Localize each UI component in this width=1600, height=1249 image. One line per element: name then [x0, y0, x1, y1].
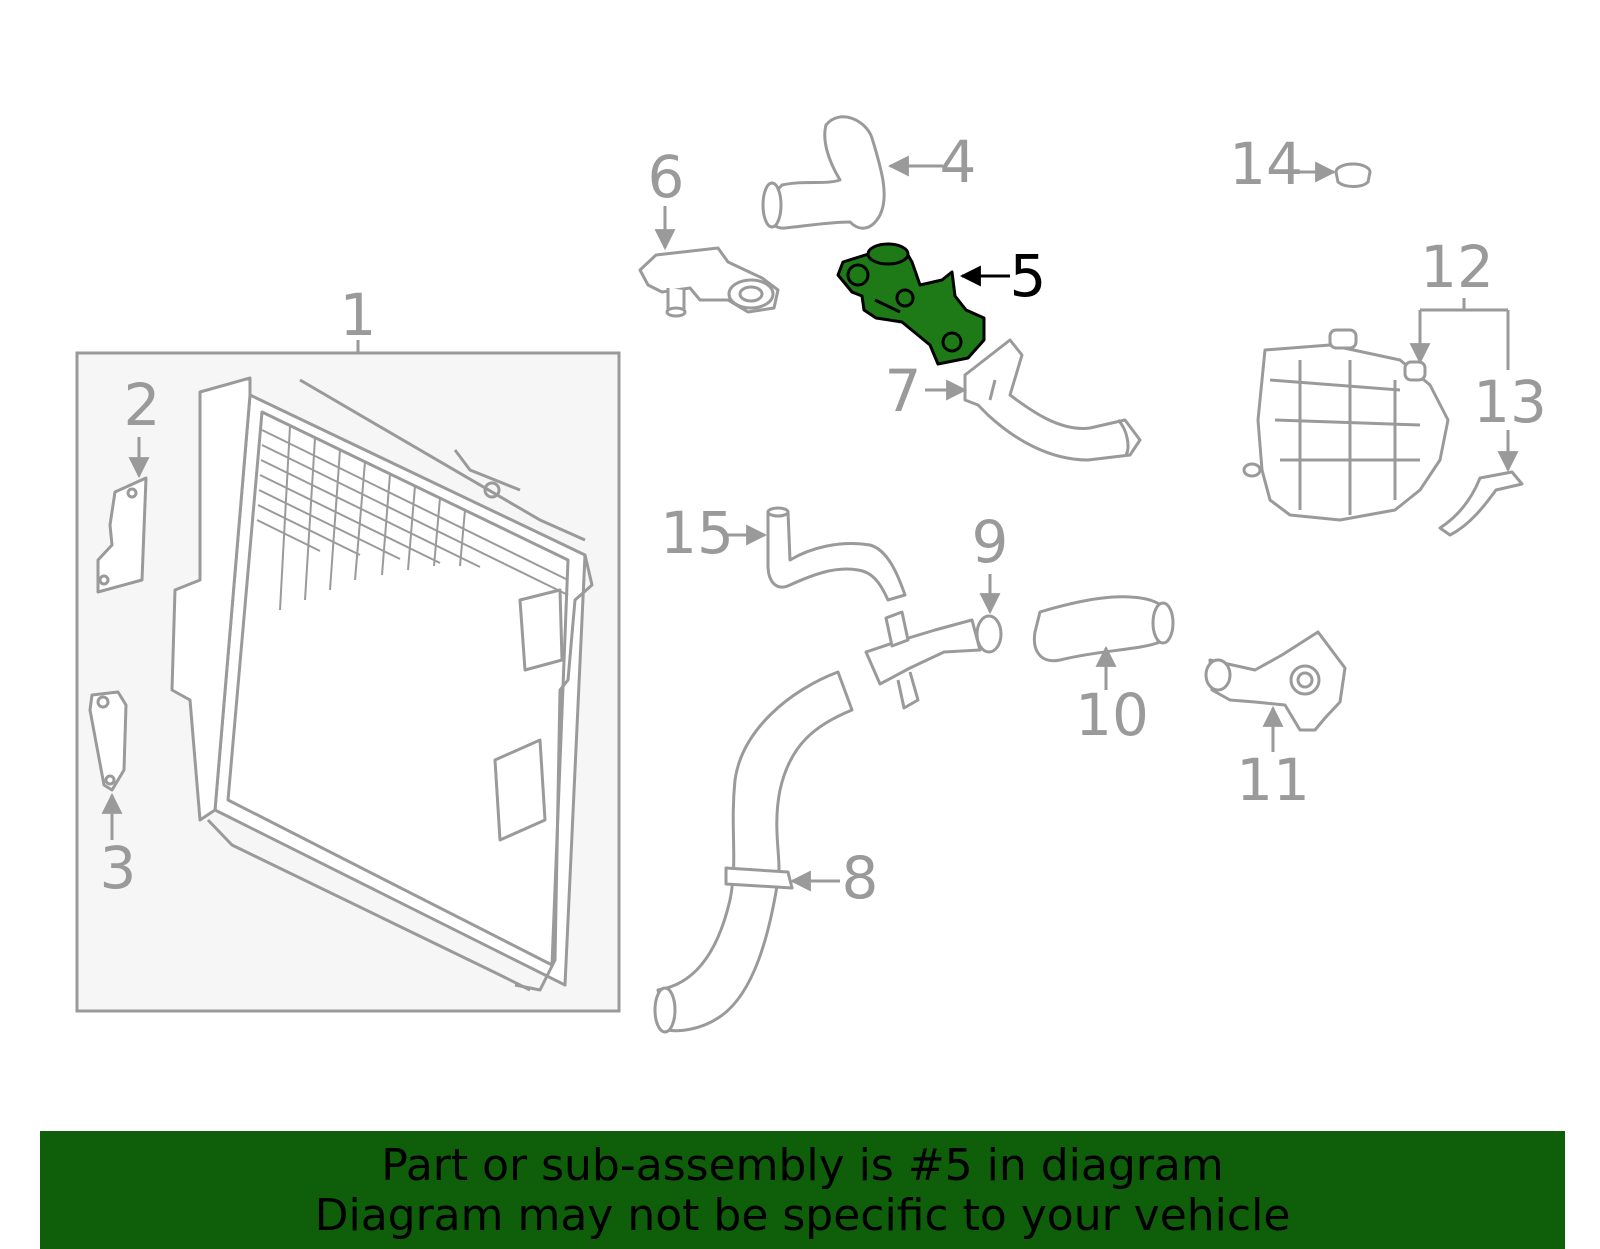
bracket-part-2[interactable]: [96, 476, 148, 594]
lower-hose-part-8[interactable]: [653, 670, 854, 1034]
hose-part-15[interactable]: [766, 506, 907, 602]
callout-1: 1: [340, 281, 377, 349]
callout-10: 10: [1075, 681, 1149, 749]
callout-12: 12: [1420, 233, 1494, 301]
callout-15: 15: [660, 499, 734, 567]
reservoir-tank-part-12[interactable]: [1242, 328, 1450, 522]
water-outlet-part-5[interactable]: [836, 242, 986, 366]
info-banner: Part or sub-assembly is #5 in diagram Di…: [40, 1131, 1565, 1249]
hose-part-4[interactable]: [761, 115, 886, 230]
thermostat-housing-part-11[interactable]: [1204, 630, 1347, 732]
callout-3: 3: [100, 834, 137, 902]
hose-part-10[interactable]: [1032, 595, 1175, 663]
leader-lines: [101, 155, 1519, 892]
water-inlet-part-6[interactable]: [638, 246, 780, 318]
bracket-part-3[interactable]: [88, 690, 128, 792]
banner-line-1: Part or sub-assembly is #5 in diagram: [381, 1140, 1224, 1191]
banner-line-2: Diagram may not be specific to your vehi…: [314, 1190, 1291, 1241]
callout-11: 11: [1236, 746, 1310, 814]
callout-9: 9: [972, 508, 1009, 576]
callout-8: 8: [842, 844, 879, 912]
callout-4: 4: [940, 128, 977, 196]
callout-2: 2: [124, 371, 161, 439]
callout-14: 14: [1229, 130, 1303, 198]
cap-part-14[interactable]: [1334, 162, 1372, 188]
callout-5: 5: [1010, 242, 1047, 310]
pipe-part-7[interactable]: [963, 338, 1142, 462]
small-hose-part-13[interactable]: [1438, 470, 1524, 537]
callout-6: 6: [648, 143, 685, 211]
radiator-part-1[interactable]: [170, 376, 594, 992]
callout-7: 7: [885, 357, 922, 425]
callout-13: 13: [1473, 368, 1547, 436]
pipe-part-9[interactable]: [864, 610, 1003, 710]
